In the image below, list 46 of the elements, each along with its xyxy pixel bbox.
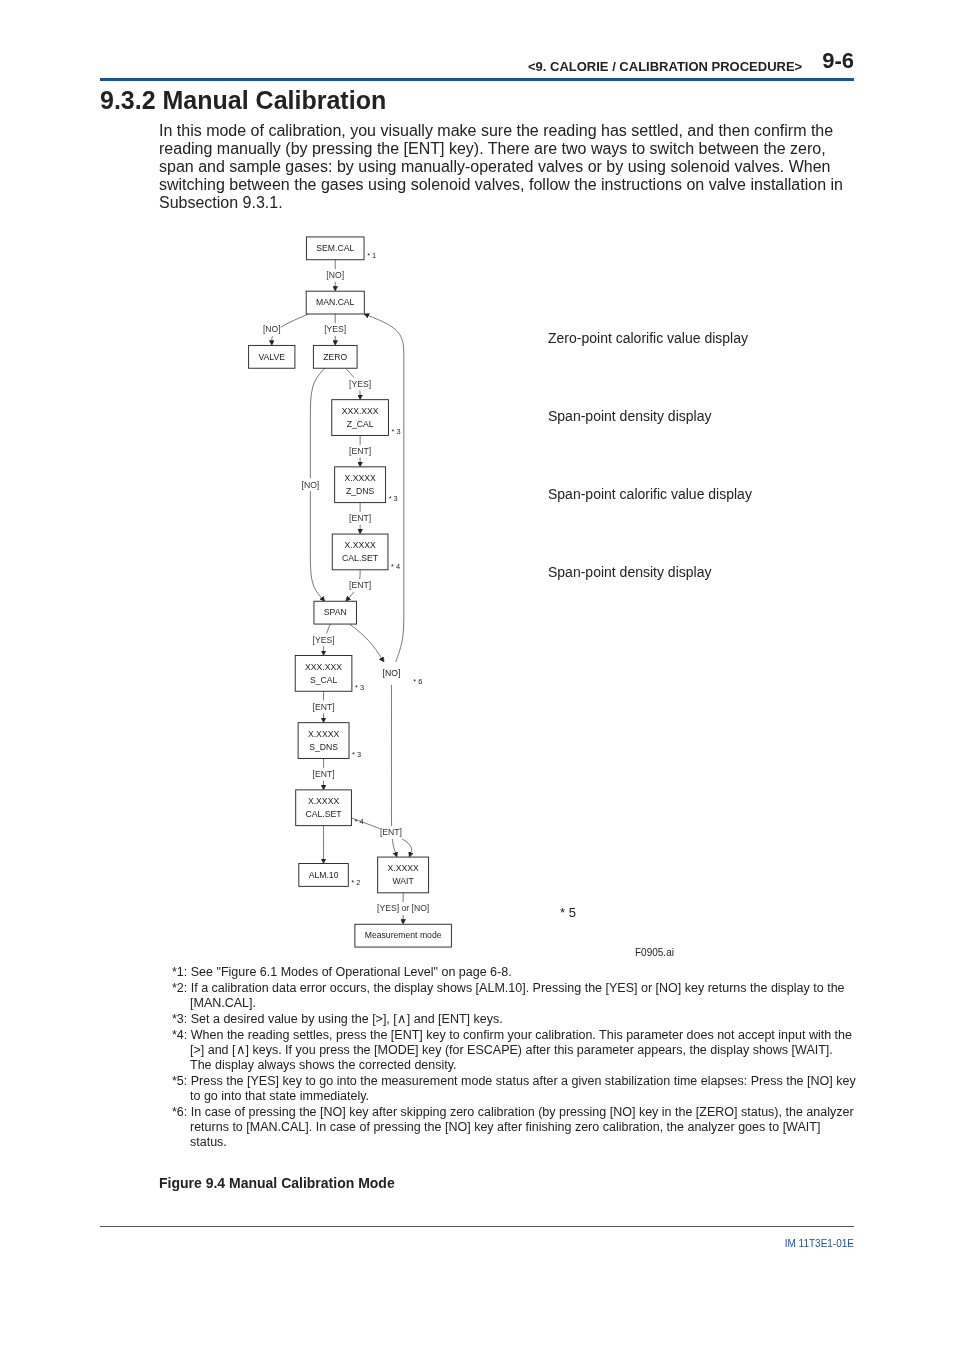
edge-label: [NO] [262, 324, 281, 335]
description-text: Zero-point calorific value display [548, 330, 749, 346]
node-box: X.XXXX WAIT [377, 856, 430, 894]
node-box: XXX.XXX Z_CAL [331, 399, 389, 436]
edge-label: [ENT] [349, 580, 372, 591]
edge-label: [YES] [349, 378, 372, 389]
edge-label: [NO] [326, 270, 345, 281]
edge-label: [YES] or [NO] [376, 903, 430, 914]
intro-paragraph: In this mode of calibration, you visually make sure the reading has settled, and then confirm the reading manually (by pressing the [ENT] key). There are two ways to switch between the zero, span and sample gases: by using manually-operated valves or by using solenoid valves. When switching between the gases using solenoid valves, follow the instructions on valve installation in Subsection 9.3.1. [159, 122, 844, 212]
node-box: X.XXXX CAL.SET [331, 533, 389, 571]
edge-label: [ENT] [312, 768, 335, 779]
node-box: XXX.XXX S_CAL [294, 655, 353, 692]
node-box: SPAN [313, 600, 357, 625]
header-text: <9. CALORIE / CALIBRATION PROCEDURE> [527, 59, 803, 74]
node-box: Measurement mode [354, 923, 452, 948]
node-box: VALVE [248, 344, 296, 369]
description-text: Span-point density display [548, 408, 713, 424]
footnote-text: *5: Press the [YES] key to go into the measurement mode status after a given stabilization time elapses: Press the [NO] key to go into that state immediately. [172, 1074, 857, 1104]
node-box: ALM.10 [298, 863, 349, 887]
edge-label: [ENT] [349, 513, 372, 523]
file-name: F0905.ai [635, 947, 674, 958]
node-box: X.XXXX CAL.SET [295, 789, 352, 827]
page-number: 9-6 [822, 48, 854, 74]
footnote-text: *6: In case of pressing the [NO] key after skipping zero calibration (by pressing [NO] key in the [ZERO] status), the analyzer returns to [MAN.CAL]. In case of pressing the [NO] key after finishing zero calibration, the analyzer goes to [WAIT] status. [172, 1105, 855, 1150]
node-box: SEM.CAL [305, 236, 365, 261]
edge-label: [YES] [312, 634, 335, 645]
edge-label: [NO] [301, 479, 320, 490]
footnote-text: *4: When the reading settles, press the [ENT] key to confirm your calibration. This parameter does not accept input with the [>] and [∧] keys. If you press the [MODE] key (for ESCAPE) after this parameter appears, the display shows [WAIT]. The display always shows the corrected density. [172, 1028, 853, 1073]
node-box: X.XXXX S_DNS [297, 722, 350, 759]
figure-caption: Figure 9.4 Manual Calibration Mode [159, 1175, 395, 1191]
footnote-mark: * 5 [560, 905, 576, 920]
node-box: ZERO [312, 344, 358, 369]
node-box: MAN.CAL [305, 290, 365, 315]
section-heading: 9.3.2 Manual Calibration [100, 86, 387, 115]
description-text: Span-point calorific value display [548, 486, 753, 502]
edge-label: [ENT] [312, 701, 335, 712]
node-box: X.XXXX Z_DNS [334, 466, 387, 504]
edge-label: [ENT] [349, 445, 372, 456]
document-id: IM 11T3E1-01E [784, 1238, 854, 1249]
footnote-text: *1: See "Figure 6.1 Modes of Operational Level" on page 6-8. [172, 965, 513, 980]
edge-label: [YES] [324, 324, 347, 335]
footnote-text: *3: Set a desired value by using the [>], [∧] and [ENT] keys. [172, 1012, 504, 1027]
edge-label: [ENT] [379, 827, 402, 838]
description-text: Span-point density display [548, 564, 713, 580]
footnote-text: *2: If a calibration data error occurs, the display shows [ALM.10]. Pressing the [YES] or [NO] key returns the display to the [MAN.CAL]. [172, 981, 846, 1011]
node-text: [NO] [382, 668, 401, 678]
